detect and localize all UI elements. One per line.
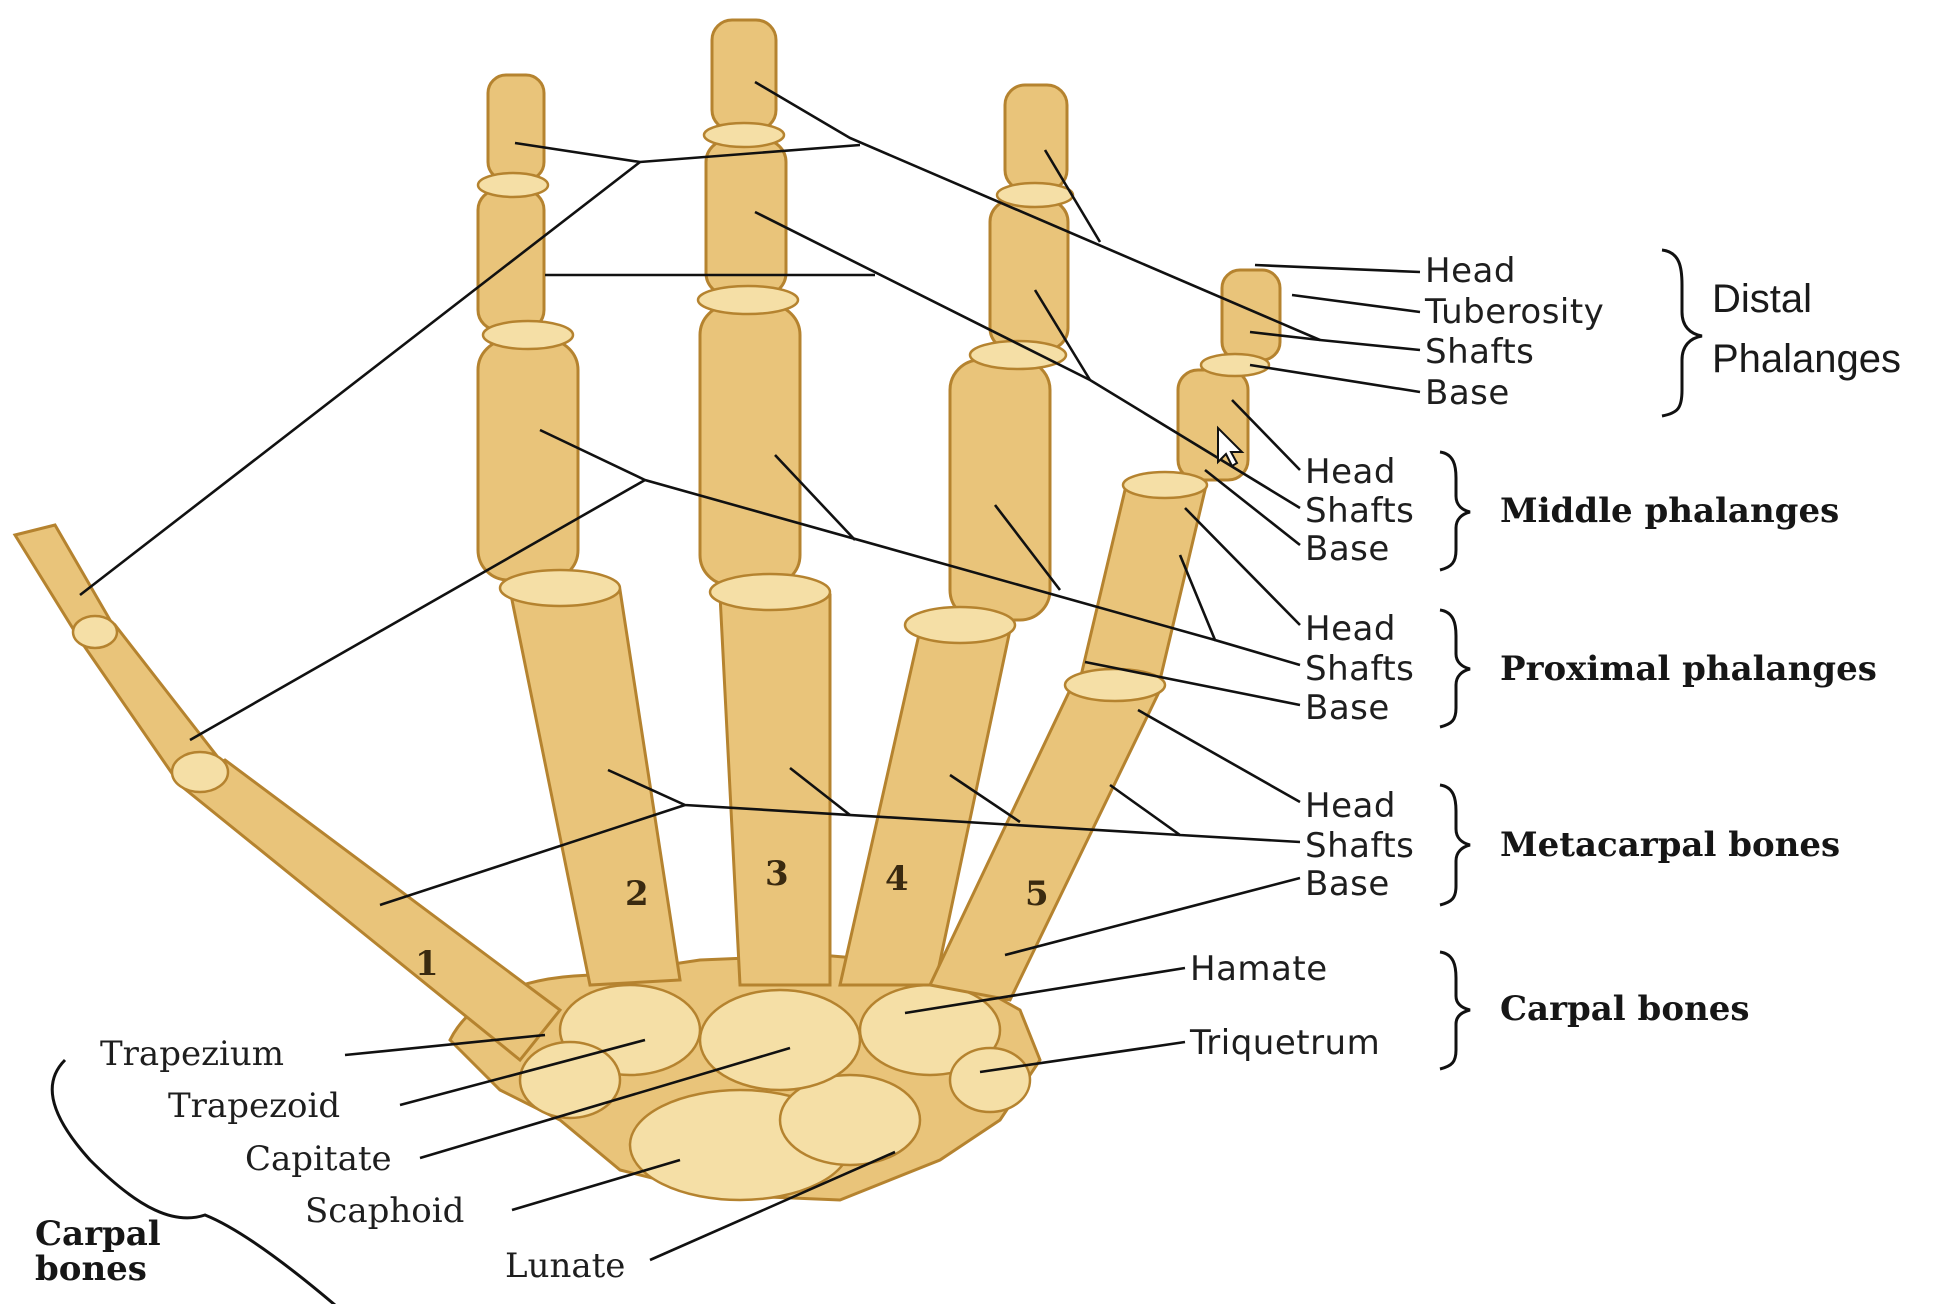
carpal-bones-right-labels: Hamate Triquetrum Carpal bones	[1189, 949, 1750, 1063]
middle-finger	[698, 20, 830, 985]
title-proximal-phalanges: Proximal phalanges	[1500, 649, 1877, 689]
brace-carpal-right	[1440, 952, 1470, 1069]
label-middle-shafts: Shafts	[1305, 491, 1414, 531]
label-metacarpal-base: Base	[1305, 864, 1390, 904]
label-metacarpal-shafts: Shafts	[1305, 826, 1414, 866]
leader-distal-tuberosity	[1292, 295, 1420, 312]
label-scaphoid: Scaphoid	[305, 1191, 464, 1231]
leader-middle-base	[1205, 470, 1300, 545]
metacarpal-number-2: 2	[625, 874, 649, 914]
label-hamate: Hamate	[1190, 949, 1328, 989]
index-finger	[478, 75, 680, 985]
label-metacarpal-head: Head	[1305, 786, 1396, 826]
label-trapezoid: Trapezoid	[168, 1086, 340, 1126]
label-distal-shafts: Shafts	[1425, 332, 1534, 372]
middle-phalanges-labels: Head Shafts Base Middle phalanges	[1305, 452, 1839, 569]
title-carpal-bones-right: Carpal bones	[1500, 989, 1750, 1029]
metacarpal-bones-labels: Head Shafts Base Metacarpal bones	[1305, 786, 1840, 904]
label-proximal-shafts: Shafts	[1305, 649, 1414, 689]
title-middle-phalanges: Middle phalanges	[1500, 491, 1839, 531]
hand-illustration	[15, 20, 1280, 1200]
label-middle-head: Head	[1305, 452, 1396, 492]
metacarpal-number-3: 3	[765, 854, 789, 894]
brace-middle	[1440, 452, 1470, 570]
label-trapezium: Trapezium	[100, 1034, 284, 1074]
label-proximal-head: Head	[1305, 609, 1396, 649]
title-distal-line2: Phalanges	[1712, 337, 1901, 381]
metacarpal-number-5: 5	[1025, 874, 1049, 914]
brace-proximal	[1440, 610, 1470, 727]
label-distal-head: Head	[1425, 251, 1516, 291]
title-carpal-bones-left-line2: bones	[35, 1249, 147, 1289]
metacarpal-number-1: 1	[415, 944, 439, 984]
distal-phalanges-labels: Head Tuberosity Shafts Base Distal Phala…	[1424, 251, 1901, 413]
proximal-phalanges-labels: Head Shafts Base Proximal phalanges	[1305, 609, 1877, 728]
brace-metacarpal	[1440, 785, 1470, 905]
brace-distal	[1662, 250, 1702, 416]
label-distal-tuberosity: Tuberosity	[1424, 292, 1604, 332]
label-capitate: Capitate	[245, 1139, 392, 1179]
thumb	[15, 525, 560, 1060]
leader-proximal-shafts	[1180, 555, 1300, 665]
leader-distal-base	[1250, 365, 1420, 392]
label-proximal-base: Base	[1305, 688, 1390, 728]
leader-scaphoid	[512, 1160, 680, 1210]
label-triquetrum: Triquetrum	[1189, 1023, 1380, 1063]
leader-metacarpal-head	[1138, 710, 1300, 802]
metacarpal-number-4: 4	[885, 859, 909, 899]
leader-distal-head	[1255, 265, 1420, 272]
title-carpal-bones-left-line1: Carpal	[35, 1214, 161, 1254]
title-metacarpal-bones: Metacarpal bones	[1500, 825, 1840, 865]
label-lunate: Lunate	[505, 1246, 625, 1286]
title-distal-line1: Distal	[1712, 277, 1812, 321]
label-distal-base: Base	[1425, 373, 1510, 413]
label-middle-base: Base	[1305, 529, 1390, 569]
